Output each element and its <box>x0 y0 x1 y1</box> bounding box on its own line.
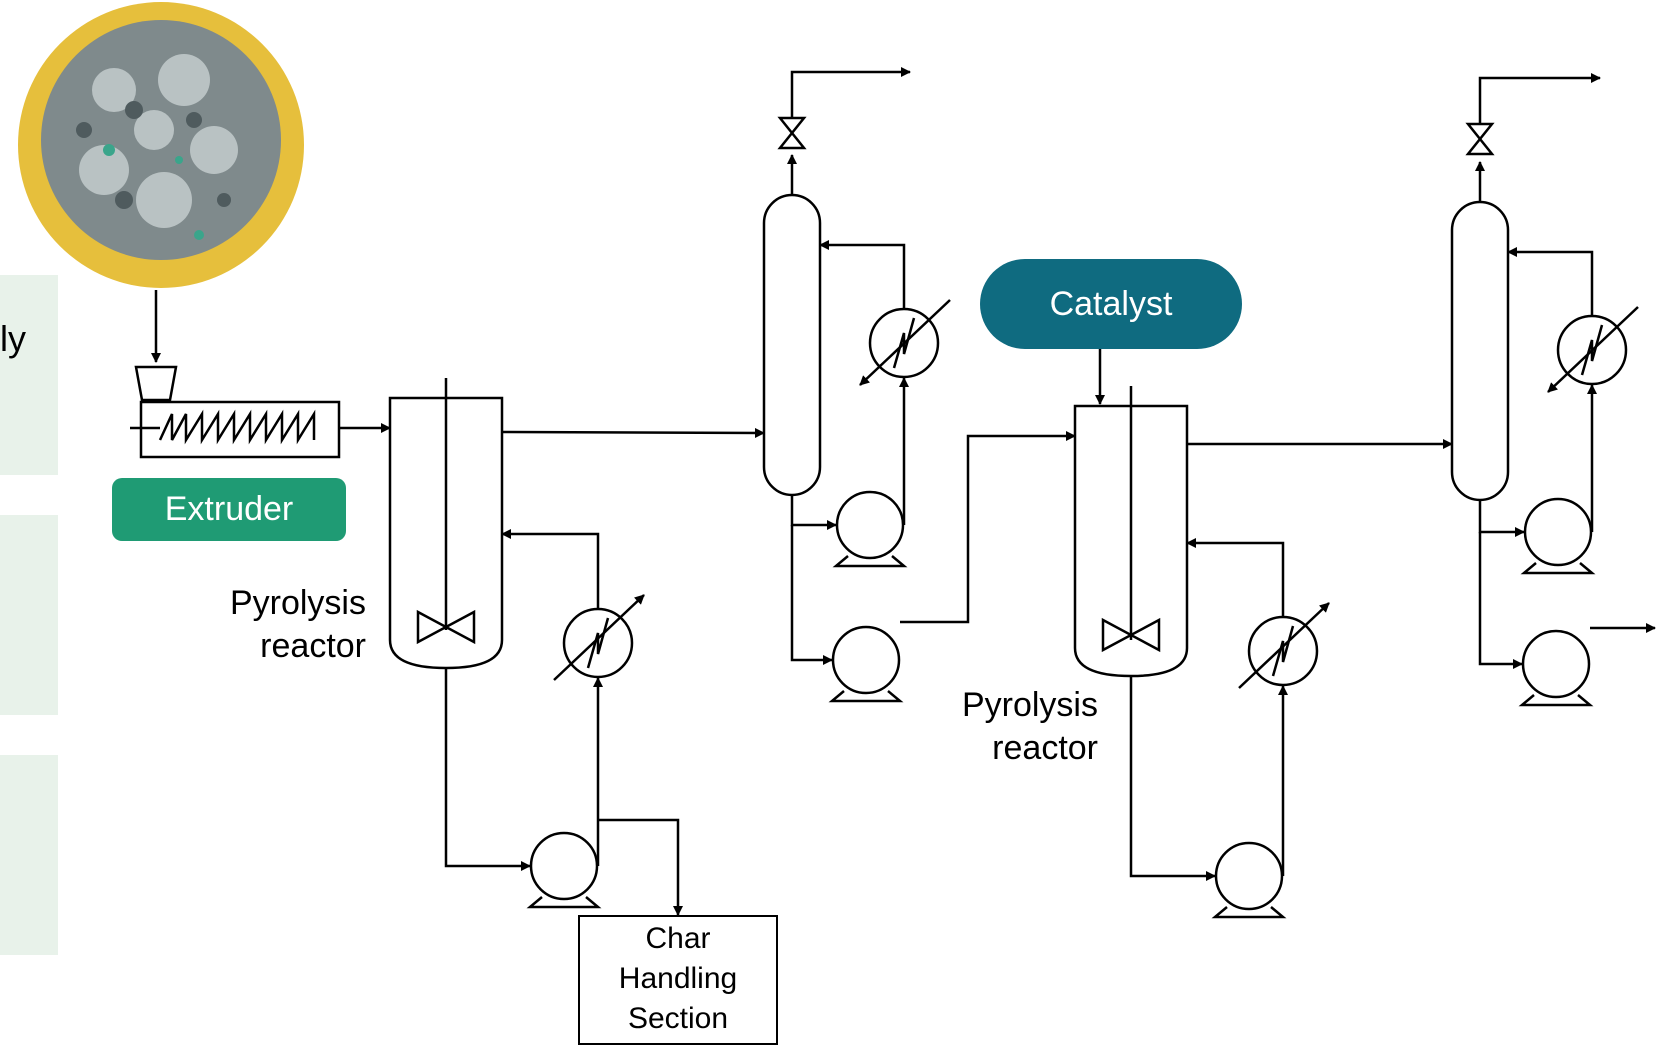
reactor1-to-column1 <box>501 427 765 438</box>
char-line <box>598 818 683 916</box>
side-panel-text: ly <box>0 318 26 359</box>
side-panel-bottom <box>0 755 58 955</box>
reactor2-label: Pyrolysis reactor <box>961 686 1098 767</box>
reactor1-bottom-line <box>444 668 531 871</box>
pump-icon <box>832 490 908 568</box>
pump-icon <box>1211 841 1287 919</box>
pump-icon <box>1520 497 1596 575</box>
feedstock-image <box>18 2 304 288</box>
reactor1-label: Pyrolysis reactor <box>229 584 366 665</box>
extruder-icon <box>130 365 341 459</box>
distillation-column-2 <box>1450 200 1510 502</box>
catalyst-label: Catalyst <box>980 259 1242 349</box>
side-panel-middle <box>0 515 58 715</box>
extruder-label: Extruder <box>112 478 346 541</box>
valve-icon <box>1465 122 1495 156</box>
distillation-column-1 <box>762 193 822 497</box>
char-handling-section: Char Handling Section <box>578 915 778 1045</box>
pyrolysis-reactor-2 <box>1073 386 1189 678</box>
heat-exchanger-icon <box>859 299 951 386</box>
pump-icon <box>828 625 904 703</box>
reactor2-bottom-line <box>1129 676 1216 881</box>
pump-icon <box>1518 629 1594 707</box>
valve-icon <box>777 116 807 150</box>
heat-exchanger-icon <box>1547 306 1639 393</box>
pyrolysis-reactor-1 <box>388 378 504 670</box>
side-panel-top <box>0 275 58 475</box>
pump-icon <box>526 831 602 909</box>
